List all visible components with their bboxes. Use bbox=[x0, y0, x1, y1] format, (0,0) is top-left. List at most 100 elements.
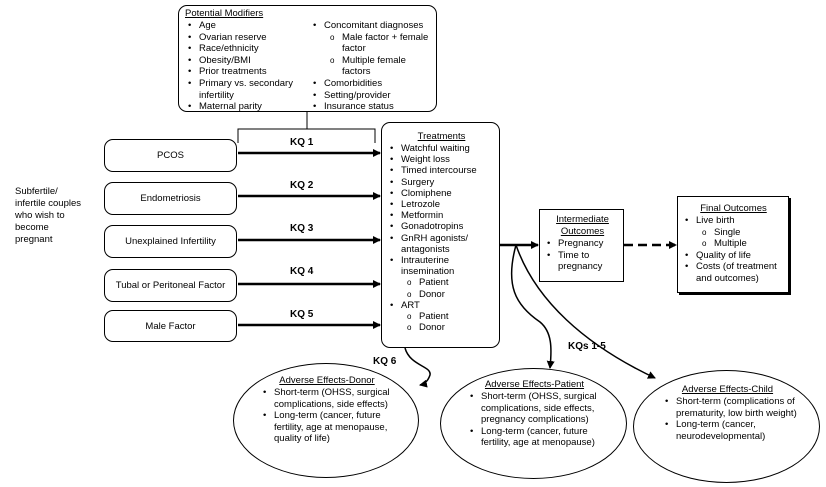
list-item-label: Intrauterine insemination bbox=[401, 255, 455, 278]
treatments-title: Treatments bbox=[417, 131, 466, 142]
treatments-box: Treatments Watchful waitingWeight lossTi… bbox=[381, 122, 500, 348]
sub-list-item: Donor bbox=[405, 322, 496, 333]
list-item: Pregnancy bbox=[544, 238, 621, 250]
list-item: ARTPatientDonor bbox=[387, 300, 496, 334]
condition-pcos: PCOS bbox=[104, 139, 237, 172]
child-adverse-curve bbox=[515, 244, 656, 379]
list-item: Weight loss bbox=[387, 154, 496, 165]
adverse-donor-title: Adverse Effects-Donor bbox=[279, 375, 375, 386]
sub-list-item: Patient bbox=[405, 311, 496, 322]
list-item: Long-term (cancer, neurodevelopmental) bbox=[662, 419, 802, 442]
list-item: Letrozole bbox=[387, 199, 496, 210]
list-item-label: Surgery bbox=[401, 176, 435, 188]
kq4-label: KQ 4 bbox=[290, 266, 314, 277]
list-item: Timed intercourse bbox=[387, 165, 496, 176]
list-item: GnRH agonists/ antagonists bbox=[387, 233, 496, 255]
modifiers-left-list: AgeOvarian reserveRace/ethnicityObesity/… bbox=[185, 20, 309, 113]
final-outcomes-list: Live birthSingleMultipleQuality of lifeC… bbox=[682, 215, 785, 285]
list-item: Insurance status bbox=[310, 101, 434, 113]
final-outcomes-title: Final Outcomes bbox=[700, 203, 767, 214]
list-item: Costs (of treatment and outcomes) bbox=[682, 261, 785, 284]
list-item-label: Short-term (OHSS, surgical complications… bbox=[274, 387, 390, 410]
list-item-label: Short-term (OHSS, surgical complications… bbox=[481, 391, 597, 426]
condition-endometriosis: Endometriosis bbox=[104, 182, 237, 215]
sub-list-item: Donor bbox=[405, 289, 496, 300]
sub-list: Male factor + female factorMultiple fema… bbox=[324, 32, 434, 78]
condition-male-factor: Male Factor bbox=[104, 310, 237, 342]
list-item: Long-term (cancer, future fertility, age… bbox=[467, 426, 613, 449]
list-item-label: Setting/provider bbox=[324, 89, 391, 101]
treatments-list: Watchful waitingWeight lossTimed interco… bbox=[387, 143, 496, 334]
list-item: Setting/provider bbox=[310, 90, 434, 102]
list-item: Primary vs. secondary infertility bbox=[185, 78, 309, 101]
list-item-label: Primary vs. secondary infertility bbox=[199, 77, 293, 101]
list-item-label: Race/ethnicity bbox=[199, 43, 259, 55]
list-item: Quality of life bbox=[682, 250, 785, 262]
sub-list: PatientDonor bbox=[401, 311, 496, 334]
list-item: Maternal parity bbox=[185, 101, 309, 113]
adverse-donor-ellipse: Adverse Effects-Donor Short-term (OHSS, … bbox=[233, 363, 419, 478]
kq3-label: KQ 3 bbox=[290, 223, 314, 234]
list-item-label: GnRH agonists/ antagonists bbox=[401, 232, 469, 255]
list-item: Race/ethnicity bbox=[185, 43, 309, 55]
patient-adverse-curve bbox=[510, 244, 555, 369]
intermediate-outcomes-list: PregnancyTime to pregnancy bbox=[544, 238, 621, 273]
sub-list-item: Multiple female factors bbox=[328, 55, 434, 78]
list-item: Intrauterine inseminationPatientDonor bbox=[387, 255, 496, 300]
list-item: Prior treatments bbox=[185, 66, 309, 78]
list-item: Short-term (complications of prematurity… bbox=[662, 396, 802, 419]
adverse-patient-ellipse: Adverse Effects-Patient Short-term (OHSS… bbox=[440, 368, 627, 479]
intermediate-outcomes-title: Intermediate Outcomes bbox=[556, 214, 609, 237]
adverse-child-ellipse: Adverse Effects-Child Short-term (compli… bbox=[633, 370, 820, 483]
adverse-child-title: Adverse Effects-Child bbox=[681, 384, 774, 395]
list-item: Live birthSingleMultiple bbox=[682, 215, 785, 250]
list-item-label: Ovarian reserve bbox=[199, 31, 267, 43]
list-item-label: Age bbox=[199, 20, 216, 31]
list-item: Age bbox=[185, 20, 309, 32]
list-item-label: Obesity/BMI bbox=[199, 54, 251, 66]
list-item-label: Live birth bbox=[696, 215, 735, 226]
list-item-label: Time to pregnancy bbox=[558, 249, 603, 273]
list-item-label: Long-term (cancer, future fertility, age… bbox=[274, 410, 388, 445]
condition-unexplained: Unexplained Infertility bbox=[104, 225, 237, 258]
intermediate-outcomes-box: Intermediate Outcomes PregnancyTime to p… bbox=[539, 209, 624, 282]
list-item-label: Insurance status bbox=[324, 101, 394, 113]
sub-list: PatientDonor bbox=[401, 277, 496, 300]
list-item-label: Gonadotropins bbox=[401, 221, 464, 233]
list-item-label: Long-term (cancer, neurodevelopmental) bbox=[676, 419, 766, 442]
list-item: Time to pregnancy bbox=[544, 250, 621, 273]
list-item-label: Quality of life bbox=[696, 249, 751, 261]
list-item-label: Prior treatments bbox=[199, 66, 267, 78]
list-item-label: Watchful waiting bbox=[401, 143, 470, 154]
list-item-label: Short-term (complications of prematurity… bbox=[676, 396, 797, 419]
list-item: Watchful waiting bbox=[387, 143, 496, 154]
adverse-patient-title: Adverse Effects-Patient bbox=[484, 379, 585, 390]
list-item-label: Costs (of treatment and outcomes) bbox=[696, 261, 777, 284]
list-item: Surgery bbox=[387, 177, 496, 188]
list-item: Long-term (cancer, future fertility, age… bbox=[260, 410, 405, 445]
modifiers-right-list: Concomitant diagnosesMale factor + femal… bbox=[310, 20, 434, 113]
kq2-label: KQ 2 bbox=[290, 180, 314, 191]
list-item-label: Metformin bbox=[401, 210, 444, 222]
list-item: Concomitant diagnosesMale factor + femal… bbox=[310, 20, 434, 78]
adverse-child-list: Short-term (complications of prematurity… bbox=[662, 396, 802, 442]
list-item: Gonadotropins bbox=[387, 221, 496, 232]
adverse-donor-list: Short-term (OHSS, surgical complications… bbox=[260, 387, 405, 445]
list-item-label: Comorbidities bbox=[324, 77, 383, 89]
kqs15-label: KQs 1-5 bbox=[568, 341, 606, 352]
final-outcomes-box: Final Outcomes Live birthSingleMultipleQ… bbox=[677, 196, 789, 293]
sub-list-item: Multiple bbox=[700, 238, 785, 250]
list-item: Obesity/BMI bbox=[185, 55, 309, 67]
population-label: Subfertile/ infertile couples who wish t… bbox=[15, 186, 82, 245]
list-item: Short-term (OHSS, surgical complications… bbox=[467, 391, 613, 426]
kq5-label: KQ 5 bbox=[290, 309, 314, 320]
kq1-label: KQ 1 bbox=[290, 137, 314, 148]
kq6-label: KQ 6 bbox=[373, 356, 397, 367]
list-item-label: Weight loss bbox=[401, 154, 450, 166]
list-item-label: Pregnancy bbox=[558, 238, 604, 249]
sub-list: SingleMultiple bbox=[696, 227, 785, 250]
list-item: Short-term (OHSS, surgical complications… bbox=[260, 387, 405, 410]
list-item-label: ART bbox=[401, 299, 420, 311]
modifiers-title: Potential Modifiers bbox=[185, 8, 264, 19]
sub-list-item: Single bbox=[700, 227, 785, 239]
